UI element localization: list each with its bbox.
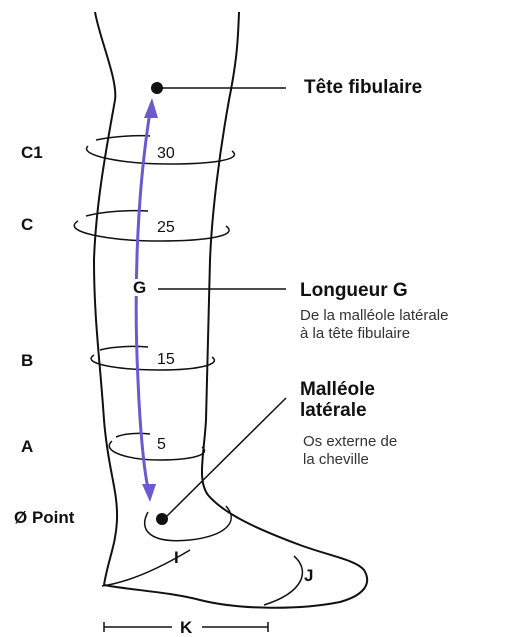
g-marker-label: G <box>131 279 148 296</box>
i-circumference <box>145 506 232 541</box>
fibular-head-title: Tête fibulaire <box>304 78 422 97</box>
malleolus-title-line2: latérale <box>300 401 367 420</box>
malleolus-title-line1: Malléole <box>300 380 375 399</box>
c1-side-label: C1 <box>21 144 43 161</box>
length-g-arrowhead-bottom <box>142 484 156 502</box>
i-label: I <box>174 549 179 566</box>
c-value: 25 <box>157 220 175 236</box>
length-g-title: Longueur G <box>300 281 408 300</box>
k-label: K <box>180 619 192 636</box>
b-circumference <box>91 355 214 370</box>
c1-value: 30 <box>157 146 175 162</box>
c-circumference <box>74 221 229 241</box>
leg-back-contour <box>94 12 117 585</box>
b-side-label: B <box>21 352 33 369</box>
a-side-label: A <box>21 438 33 455</box>
malleolus-desc-line1: Os externe de <box>303 433 397 450</box>
length-g-desc-line2: à la tête fibulaire <box>300 325 410 342</box>
malleolus-leader <box>166 398 286 517</box>
length-g-arrowhead-top <box>144 98 158 118</box>
c-side-label: C <box>21 216 33 233</box>
length-g-arrow <box>136 112 150 488</box>
c1-circumference-back <box>96 136 150 140</box>
malleolus-dot <box>156 513 168 525</box>
length-g-desc-line1: De la malléole latérale <box>300 307 448 324</box>
point-side-label: Ø Point <box>14 509 74 526</box>
a-circumference-back <box>116 433 150 437</box>
b-value: 15 <box>157 352 175 368</box>
a-value: 5 <box>157 437 166 453</box>
j-circumference <box>264 556 302 605</box>
malleolus-desc-line2: la cheville <box>303 451 369 468</box>
b-circumference-back <box>100 346 148 350</box>
j-label: J <box>304 567 313 584</box>
